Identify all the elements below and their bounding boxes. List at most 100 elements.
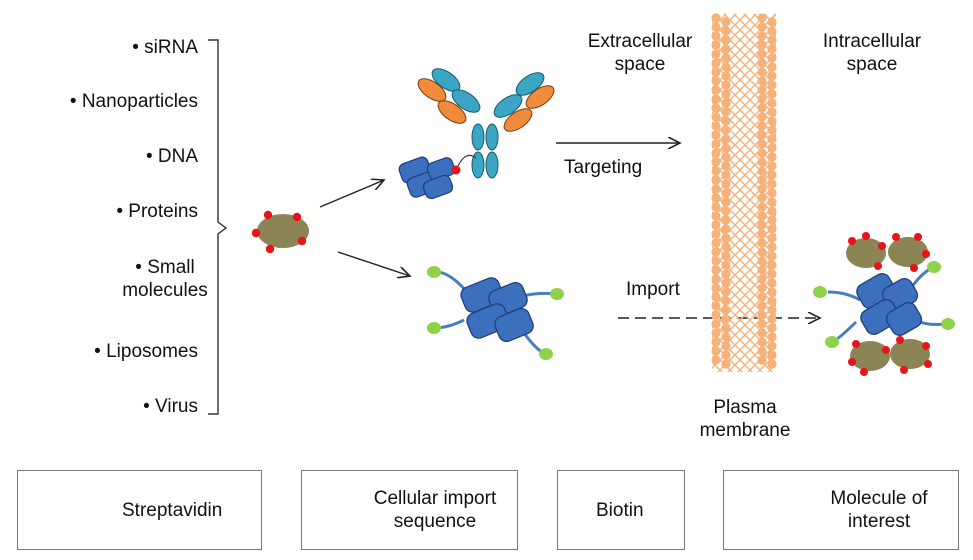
membrane-bead [757, 274, 767, 284]
membrane-bead [721, 80, 731, 90]
legend-molecule-label: Molecule of interest [830, 488, 928, 532]
membrane-bead [721, 269, 731, 279]
membrane-bead [711, 22, 721, 32]
membrane-bead [721, 332, 731, 342]
membrane-bead [721, 260, 731, 270]
membrane-bead [757, 265, 767, 275]
molecule-icon [257, 214, 309, 248]
membrane-bead [757, 355, 767, 365]
membrane-bead [767, 116, 777, 126]
membrane-bead [721, 179, 731, 189]
legend-biotin-label: Biotin [596, 500, 644, 521]
membrane-bead [767, 80, 777, 90]
membrane-bead [721, 116, 731, 126]
membrane-bead [757, 58, 767, 68]
membrane-bead [721, 134, 731, 144]
membrane-bead [757, 112, 767, 122]
membrane-bead [721, 161, 731, 171]
membrane-bead [711, 229, 721, 239]
membrane-bead [711, 193, 721, 203]
membrane-bead [721, 323, 731, 333]
membrane-bead [711, 148, 721, 158]
membrane-bead [721, 62, 731, 72]
membrane-bead [757, 238, 767, 248]
membrane-bead [767, 323, 777, 333]
membrane-bead [721, 296, 731, 306]
membrane-bead [711, 211, 721, 221]
membrane-bead [767, 359, 777, 369]
membrane-bead [711, 130, 721, 140]
membrane-bead [757, 76, 767, 86]
membrane-bead [711, 13, 721, 23]
membrane-bead [721, 287, 731, 297]
membrane-bead [767, 242, 777, 252]
membrane-bead [757, 40, 767, 50]
membrane-bead [757, 310, 767, 320]
membrane-bead [711, 94, 721, 104]
membrane-bead [767, 332, 777, 342]
membrane-bead [711, 184, 721, 194]
membrane-bead [757, 85, 767, 95]
membrane-bead [757, 328, 767, 338]
membrane-bead [757, 67, 767, 77]
membrane-bead [757, 202, 767, 212]
membrane-bead [711, 220, 721, 230]
membrane-bead [721, 350, 731, 360]
membrane-bead [721, 278, 731, 288]
intracellular-complex [813, 232, 955, 376]
membrane-bead [757, 175, 767, 185]
membrane-bead [767, 215, 777, 225]
membrane-bead [767, 35, 777, 45]
membrane-bead [757, 319, 767, 329]
membrane-bead [757, 337, 767, 347]
membrane-bead [711, 355, 721, 365]
membrane-bead [767, 179, 777, 189]
membrane-bead [721, 359, 731, 369]
intracellular-label: Intracellular space [822, 31, 922, 75]
membrane-bead [721, 224, 731, 234]
membrane-bead [767, 53, 777, 63]
membrane-bead [767, 296, 777, 306]
membrane-bead [767, 197, 777, 207]
membrane-bead [711, 67, 721, 77]
cargo-bracket [208, 39, 228, 415]
membrane-bead [767, 233, 777, 243]
legend-import-sequence-label: Cellular import sequence [373, 488, 497, 532]
cargo-item-small-molecules: • Small molecules [122, 257, 208, 301]
membrane-bead [767, 62, 777, 72]
membrane-bead [767, 260, 777, 270]
membrane-bead [711, 346, 721, 356]
membrane-bead [721, 98, 731, 108]
membrane-bead [767, 44, 777, 54]
membrane-bead [711, 175, 721, 185]
membrane-bead [767, 341, 777, 351]
membrane-bead [721, 206, 731, 216]
membrane-bead [721, 251, 731, 261]
membrane-bead [711, 202, 721, 212]
membrane-bead [721, 35, 731, 45]
molecule-with-biotin [251, 210, 309, 254]
membrane-bead [757, 346, 767, 356]
arrow-icon [319, 180, 384, 208]
membrane-bead [721, 305, 731, 315]
membrane-bead [757, 139, 767, 149]
membrane-bead [757, 166, 767, 176]
membrane-bead [767, 251, 777, 261]
membrane-bead [711, 103, 721, 113]
membrane-bead [767, 170, 777, 180]
import-sequence-icon [427, 266, 441, 278]
membrane-bead [767, 188, 777, 198]
streptavidin-icon [398, 156, 456, 200]
membrane-bead [721, 314, 731, 324]
cargo-item-nanoparticles: • Nanoparticles [69, 91, 198, 112]
membrane-bead [767, 152, 777, 162]
membrane-bead [757, 22, 767, 32]
cargo-item-proteins: • Proteins [116, 201, 198, 222]
membrane-bead [711, 337, 721, 347]
membrane-bead [767, 143, 777, 153]
membrane-bead [711, 85, 721, 95]
membrane-bead [721, 197, 731, 207]
legend-biotin: Biotin [557, 470, 685, 550]
membrane-bead [721, 26, 731, 36]
membrane-bead [767, 350, 777, 360]
